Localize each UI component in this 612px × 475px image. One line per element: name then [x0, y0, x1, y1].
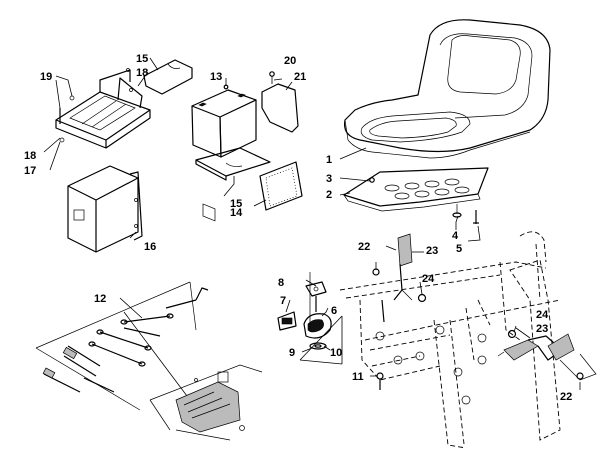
callout-22b: 22	[560, 391, 572, 403]
floor-panel	[149, 364, 263, 441]
seat-latch	[277, 272, 332, 350]
seat	[343, 19, 551, 159]
callout-7: 7	[280, 295, 286, 307]
callout-23a: 23	[426, 245, 438, 257]
callout-21: 21	[294, 71, 306, 83]
callout-3: 3	[326, 173, 332, 185]
callout-4: 4	[452, 230, 459, 242]
battery-cover	[261, 71, 299, 133]
callout-15b: 15	[230, 198, 242, 210]
callout-23b: 23	[536, 323, 548, 335]
callout-24a: 24	[422, 273, 435, 285]
seat-hardware	[369, 177, 479, 224]
callout-6: 6	[331, 305, 337, 317]
callout-11: 11	[352, 371, 364, 383]
callout-15a: 15	[136, 53, 148, 65]
seat-belt-left	[372, 233, 427, 323]
bolt-11	[376, 372, 384, 390]
callout-12: 12	[94, 293, 106, 305]
callout-17: 17	[24, 165, 36, 177]
callout-19: 19	[40, 71, 52, 83]
callout-9: 9	[289, 347, 295, 359]
pad-lower	[195, 147, 271, 181]
callout-5: 5	[456, 243, 462, 255]
battery	[191, 84, 257, 222]
callout-2: 2	[326, 189, 332, 201]
callout-24b: 24	[536, 309, 549, 321]
pad-upper	[143, 59, 193, 95]
frame	[339, 231, 561, 449]
pad-side	[259, 161, 303, 211]
callout-13: 13	[210, 71, 222, 83]
callout-16: 16	[144, 241, 156, 253]
battery-tray	[55, 68, 151, 149]
battery-box	[67, 165, 143, 253]
callout-14: 14	[230, 207, 243, 219]
leader-lines	[43, 57, 581, 390]
callout-20: 20	[284, 55, 296, 67]
tool-kit	[35, 281, 209, 411]
callout-18a: 18	[24, 150, 36, 162]
callout-18b: 18	[136, 67, 148, 79]
callout-10: 10	[330, 347, 342, 359]
callout-labels: 1 3 2 4 5 8 7 6 9 10 11 22 23 24 24 23 2…	[24, 53, 572, 403]
seat-base-plate	[343, 167, 489, 212]
callout-22a: 22	[358, 241, 370, 253]
callout-8: 8	[278, 277, 284, 289]
seat-belt-right	[497, 329, 597, 381]
callout-1: 1	[326, 154, 332, 166]
